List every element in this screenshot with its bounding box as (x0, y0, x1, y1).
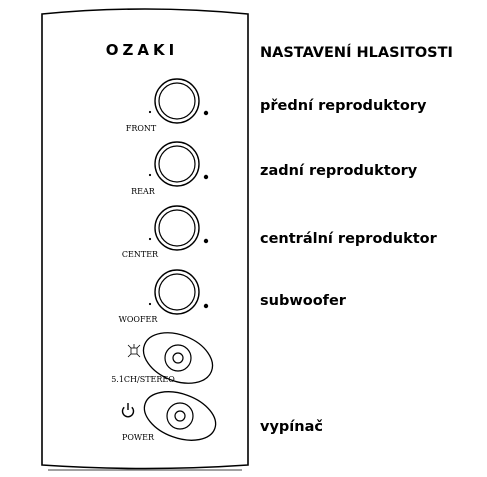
annotation-center: centrální reproduktor (260, 231, 437, 247)
knob-label-rear: REAR (131, 187, 156, 196)
knob-min-dot (148, 110, 152, 114)
knob-max-dot (203, 303, 209, 309)
knob-woofer[interactable] (148, 269, 209, 315)
button-label-mode: 5.1CH/STEREO (111, 375, 175, 384)
brand-logo: OZAKI (106, 41, 178, 59)
button-label-power: POWER (122, 433, 155, 442)
knob-label-woofer: WOOFER (119, 315, 159, 324)
knob-min-dot (148, 302, 152, 306)
knob-max-dot (203, 238, 209, 244)
annotation-front: přední reproduktory (260, 98, 427, 114)
annotation-woofer: subwoofer (260, 293, 346, 309)
knob-label-front: FRONT (126, 124, 157, 133)
annotation-power: vypínač (260, 419, 323, 435)
knob-min-dot (148, 173, 152, 177)
knob-min-dot (148, 237, 152, 241)
mode-button[interactable] (136, 323, 220, 393)
knob-max-dot (203, 174, 209, 180)
knob-center[interactable] (148, 205, 209, 251)
surround-mode-icon (127, 344, 141, 358)
knob-front[interactable] (148, 78, 209, 124)
knob-label-center: CENTER (122, 250, 159, 259)
knob-max-dot (203, 110, 209, 116)
power-icon (121, 403, 135, 418)
annotation-rear: zadní reproduktory (260, 163, 418, 179)
knob-rear[interactable] (148, 141, 209, 187)
power-button[interactable] (138, 383, 223, 450)
panel-outline (41, 8, 249, 470)
heading-volume-settings: NASTAVENÍ HLASITOSTI (260, 45, 453, 61)
